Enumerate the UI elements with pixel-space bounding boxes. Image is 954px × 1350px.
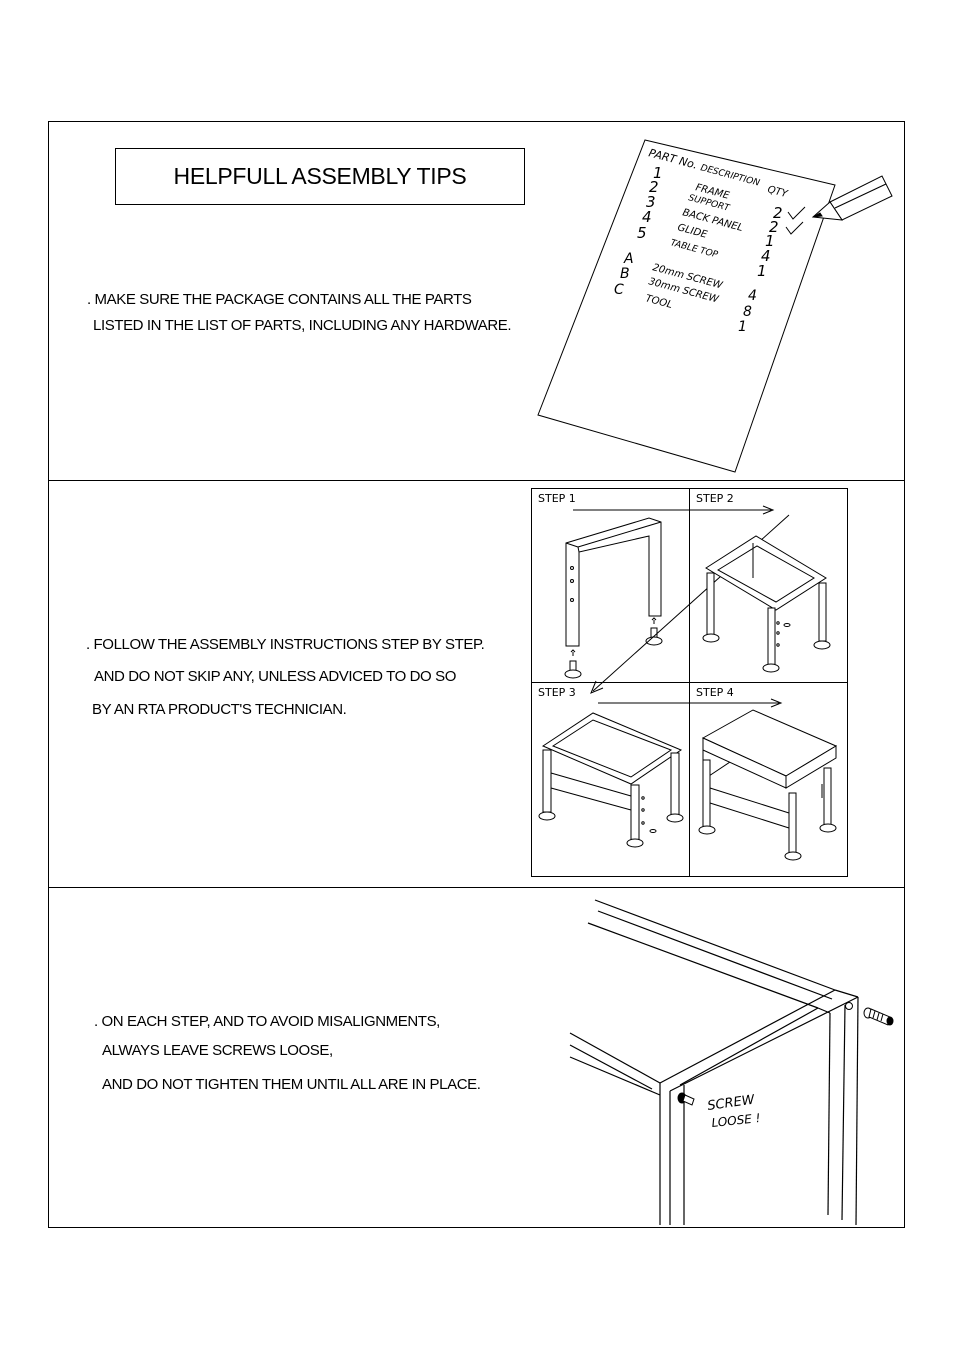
tip3-line2: ALWAYS LEAVE SCREWS LOOSE, (102, 1042, 333, 1059)
parts-row-qty: 2 (769, 218, 779, 236)
parts-row-qty: 2 (773, 204, 783, 222)
parts-row-part: 1 (653, 164, 663, 182)
parts-row-part: 3 (646, 193, 656, 211)
tip2-line1: . FOLLOW THE ASSEMBLY INSTRUCTIONS STEP … (86, 636, 485, 653)
check-mark-icon (785, 221, 804, 235)
parts-row-qty: 4 (748, 288, 757, 304)
screw-icon (863, 1007, 894, 1026)
screw-loose-illustration: SCREW LOOSE ! (569, 899, 894, 1226)
parts-list-illustration: PART No. DESCRIPTION QTY 1 2 3 4 5 A B C… (537, 139, 893, 473)
page-title: HELPFULL ASSEMBLY TIPS (173, 163, 467, 189)
section-divider-2 (48, 887, 905, 888)
parts-row-qty: 1 (738, 319, 747, 335)
parts-row-part: 4 (642, 208, 652, 226)
parts-row-qty: 1 (757, 262, 767, 280)
assembly-steps-illustration: STEP 1 STEP 2 STEP 3 STEP 4 (531, 488, 848, 877)
title-box: HELPFULL ASSEMBLY TIPS (115, 148, 525, 205)
tip2-line2: AND DO NOT SKIP ANY, UNLESS ADVICED TO D… (94, 668, 456, 685)
page-frame (48, 121, 905, 1228)
screw-note-line1: SCREW (706, 1092, 756, 1114)
step3-label: STEP 3 (538, 686, 576, 699)
tip1-line2: LISTED IN THE LIST OF PARTS, INCLUDING A… (93, 317, 512, 334)
step1-label: STEP 1 (538, 492, 576, 505)
step2-label: STEP 2 (696, 492, 734, 505)
check-mark-icon (787, 206, 806, 220)
parts-row-part: 5 (637, 224, 647, 242)
parts-row-qty: 1 (765, 232, 775, 250)
pencil-icon (811, 175, 893, 221)
parts-row-qty: 4 (761, 247, 771, 265)
parts-row-part: 2 (649, 178, 659, 196)
section-divider-1 (48, 480, 905, 481)
tip2-line3: BY AN RTA PRODUCT'S TECHNICIAN. (92, 701, 347, 718)
parts-row-part: C (614, 282, 624, 298)
parts-header-qty: QTY (766, 184, 789, 200)
parts-row-qty: 8 (743, 304, 752, 320)
tip3-line1: . ON EACH STEP, AND TO AVOID MISALIGNMEN… (94, 1013, 440, 1030)
tip3-line3: AND DO NOT TIGHTEN THEM UNTIL ALL ARE IN… (102, 1076, 481, 1093)
screw-icon (677, 1092, 695, 1106)
screw-note-line2: LOOSE ! (711, 1111, 761, 1130)
step4-label: STEP 4 (696, 686, 734, 699)
tip1-line1: . MAKE SURE THE PACKAGE CONTAINS ALL THE… (87, 291, 472, 308)
parts-row-part: A (623, 251, 634, 267)
parts-row-part: B (620, 266, 630, 282)
